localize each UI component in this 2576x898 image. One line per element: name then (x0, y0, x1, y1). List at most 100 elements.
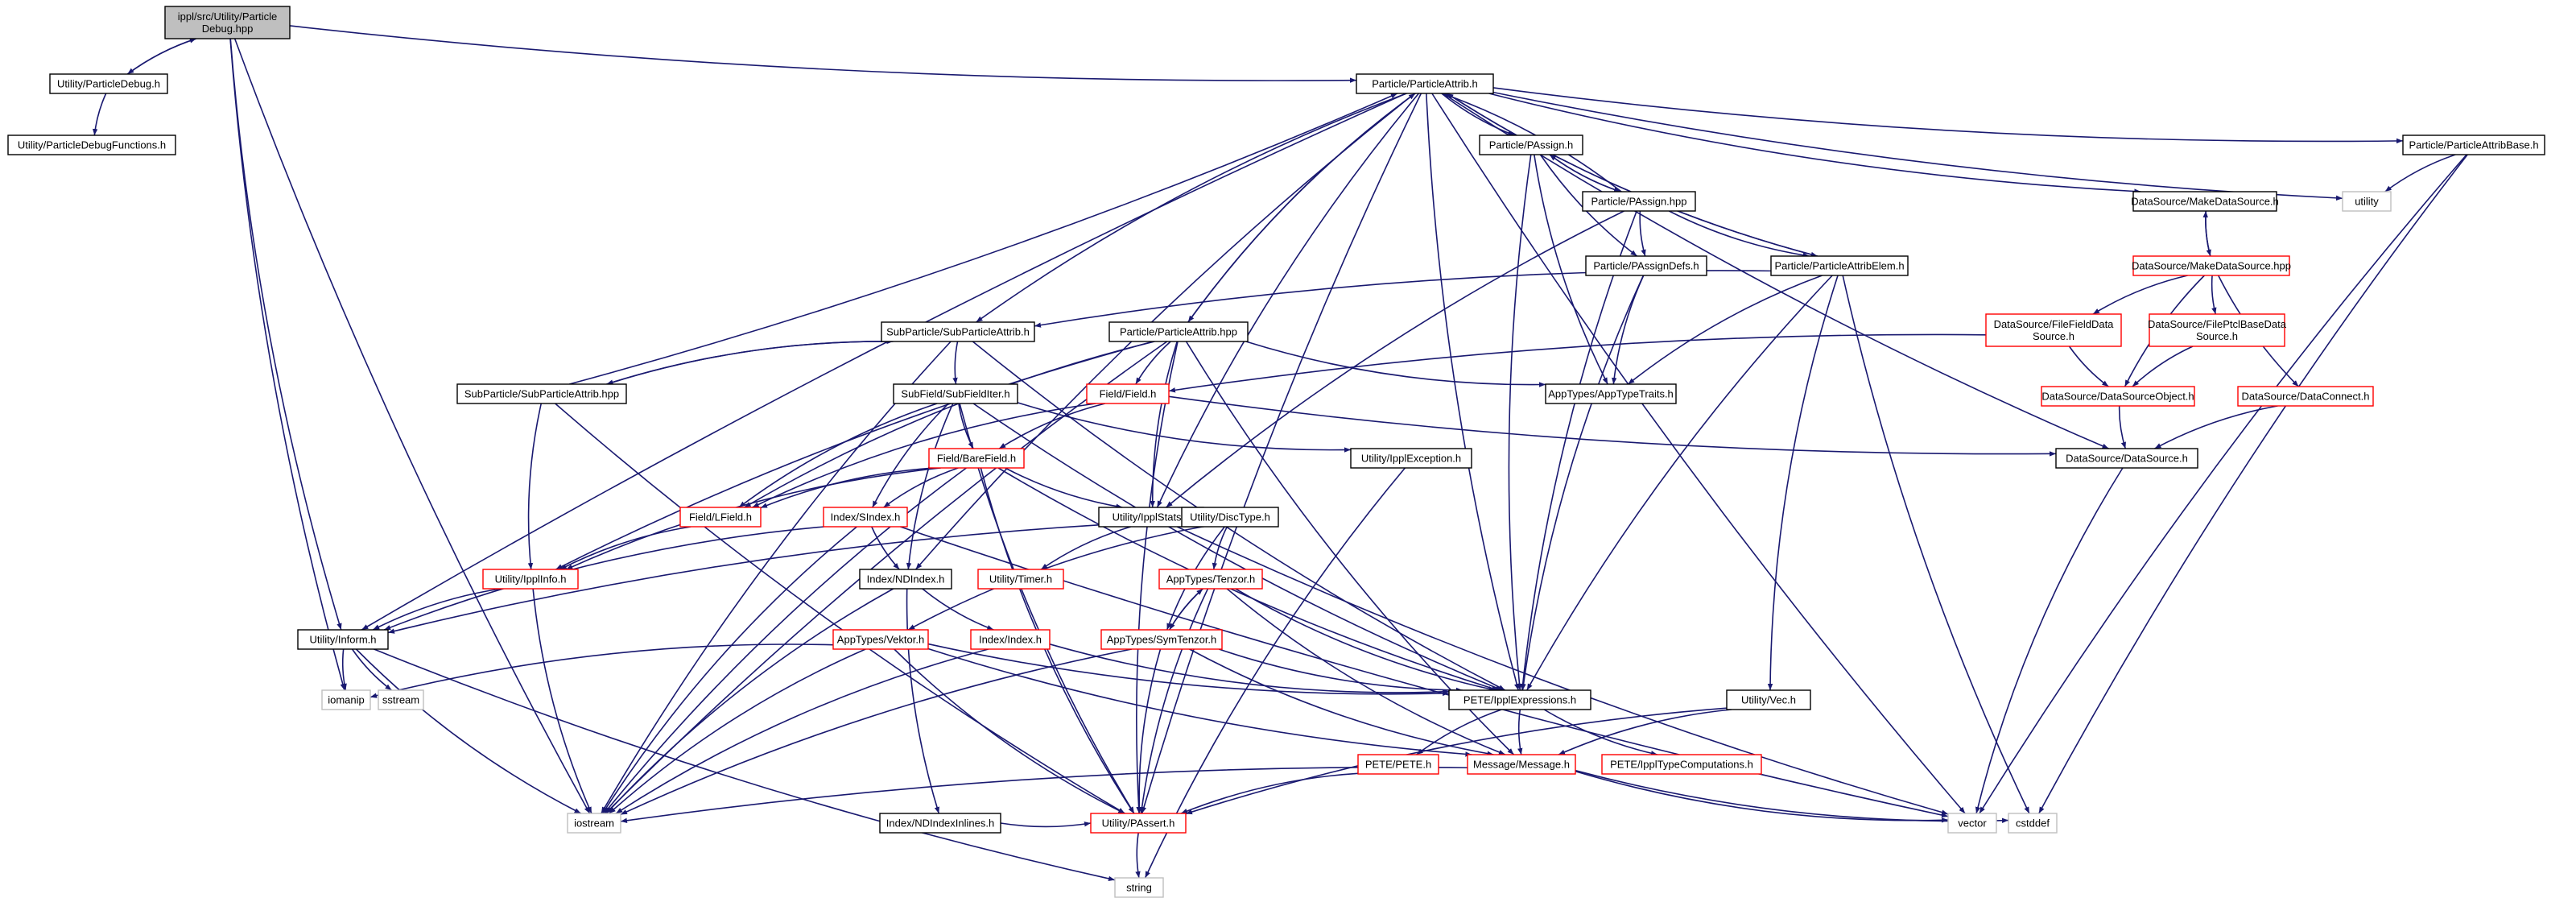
node-ndindexinl[interactable]: Index/NDIndexInlines.h (879, 813, 1001, 834)
node-vec_h[interactable]: Utility/Vec.h (1726, 689, 1811, 710)
edge-root-to-iomanip (229, 38, 345, 691)
node-label: SubParticle/SubParticleAttrib.h (886, 326, 1030, 338)
node-box (321, 689, 371, 710)
edge-pattrib_h-to-subpattrib_h (976, 93, 1407, 323)
edge-subpattrib_h-to-subfielditer (952, 341, 959, 385)
edge-disctype-to-vektor (907, 526, 1203, 631)
edge-subpattrib_h-to-iostream (601, 341, 952, 814)
node-label: iostream (574, 817, 614, 830)
node-sindex[interactable]: Index/SIndex.h (823, 507, 908, 528)
node-pattribelem[interactable]: Particle/ParticleAttribElem.h (1770, 255, 1909, 276)
node-passigndefs[interactable]: Particle/PAssignDefs.h (1585, 255, 1707, 276)
node-box (893, 383, 1018, 404)
edge-passign_h-to-passign_hpp (1549, 154, 1621, 192)
node-dsconnect[interactable]: DataSource/DataConnect.h (2237, 386, 2374, 407)
node-box (1086, 383, 1170, 404)
node-lfield[interactable]: Field/LField.h (679, 507, 762, 528)
node-ds_h[interactable]: DataSource/DataSource.h (2055, 448, 2198, 469)
node-iptypecomp[interactable]: PETE/IpplTypeComputations.h (1601, 754, 1762, 775)
edge-pattrib_hpp-to-passert (1136, 341, 1179, 814)
node-subfielditer[interactable]: SubField/SubFieldIter.h (893, 383, 1018, 404)
edge-passigndefs-to-apptypetraits (1612, 275, 1645, 385)
node-sstream[interactable]: sstream (378, 689, 424, 710)
edge-vektor-to-ipplexpr (927, 643, 1450, 697)
node-passign_h[interactable]: Particle/PAssign.h (1479, 134, 1583, 155)
edge-bareField-to-ipplexpr (997, 467, 1499, 691)
node-makeds_hpp[interactable]: DataSource/MakeDataSource.hpp (2132, 255, 2291, 276)
node-dsobject[interactable]: DataSource/DataSourceObject.h (2041, 386, 2195, 407)
node-cstddef[interactable]: cstddef (2008, 813, 2058, 834)
edge-passign_hpp-to-ipplexpr (1520, 210, 1637, 691)
edge-passign_h-to-ipplexpr (1508, 154, 1532, 691)
edge-inform-to-string (374, 648, 1116, 882)
edge-dsobject-to-ds_h (2118, 405, 2127, 449)
node-vektor[interactable]: AppTypes/Vektor.h (832, 629, 929, 650)
node-pattrib_h[interactable]: Particle/ParticleAttrib.h (1356, 73, 1494, 94)
edge-pattribbase-to-cstddef (2038, 154, 2468, 814)
node-box (1545, 383, 1677, 404)
node-box (2041, 386, 2195, 407)
node-pattrib_hpp[interactable]: Particle/ParticleAttrib.hpp (1108, 321, 1249, 342)
edge-index_h-to-ipplexpr (1049, 643, 1450, 695)
node-message[interactable]: Message/Message.h (1467, 754, 1576, 775)
edge-pattribelem-to-apptypetraits (1627, 275, 1823, 385)
node-label: SubParticle/SubParticleAttrib.hpp (464, 388, 619, 400)
node-box (881, 321, 1035, 342)
node-ipplexception[interactable]: Utility/IpplException.h (1350, 448, 1472, 469)
node-label: Particle/ParticleAttribElem.h (1774, 260, 1904, 272)
node-pdebug_h[interactable]: Utility/ParticleDebug.h (49, 73, 168, 94)
node-passign_hpp[interactable]: Particle/PAssign.hpp (1582, 191, 1696, 212)
node-field_h[interactable]: Field/Field.h (1086, 383, 1170, 404)
edge-subpattrib_hpp-to-pattrib_h (568, 93, 1398, 385)
edge-symtenzor-to-ipplexpr (1218, 648, 1463, 693)
node-pete_h[interactable]: PETE/PETE.h (1357, 754, 1439, 775)
node-string[interactable]: string (1114, 877, 1164, 898)
edge-ndindexinl-to-passert (1000, 821, 1092, 828)
node-iomanip[interactable]: iomanip (321, 689, 371, 710)
node-vector[interactable]: vector (1947, 813, 1997, 834)
node-passert[interactable]: Utility/PAssert.h (1090, 813, 1187, 834)
node-inform[interactable]: Utility/Inform.h (297, 629, 389, 650)
node-ipplinfo[interactable]: Utility/IpplInfo.h (482, 569, 579, 590)
node-utility[interactable]: utility (2342, 191, 2392, 212)
node-symtenzor[interactable]: AppTypes/SymTenzor.h (1100, 629, 1223, 650)
node-index_h[interactable]: Index/Index.h (970, 629, 1051, 650)
node-makeds_h[interactable]: DataSource/MakeDataSource.h (2131, 191, 2279, 212)
node-subpattrib_hpp[interactable]: SubParticle/SubParticleAttrib.hpp (456, 383, 627, 404)
node-apptypetraits[interactable]: AppTypes/AppTypeTraits.h (1545, 383, 1677, 404)
edge-pattrib_h-to-pattrib_hpp (1187, 93, 1416, 323)
edge-ipplstats-to-timer (1040, 526, 1131, 570)
node-box (2132, 255, 2290, 276)
node-label: Utility/IpplInfo.h (495, 573, 567, 586)
node-box (859, 569, 952, 590)
edge-ipplinfo-to-iostream (532, 588, 592, 814)
node-box (567, 813, 621, 834)
node-subpattrib_h[interactable]: SubParticle/SubParticleAttrib.h (881, 321, 1035, 342)
node-label: Index/Index.h (979, 634, 1042, 646)
node-ipplexpr[interactable]: PETE/IpplExpressions.h (1448, 689, 1591, 710)
node-box (1114, 877, 1164, 898)
node-pdebugfn[interactable]: Utility/ParticleDebugFunctions.h (7, 134, 176, 155)
node-label: Index/SIndex.h (831, 511, 901, 523)
edge-sindex-to-ndindex (871, 526, 900, 570)
edge-bareField-to-sindex (883, 467, 959, 508)
edge-ipplexpr-to-pete_h (1416, 709, 1502, 755)
node-root[interactable]: ippl/src/Utility/ParticleDebug.hpp (164, 6, 291, 39)
node-label: Source.h (2196, 330, 2238, 342)
node-disctype[interactable]: Utility/DiscType.h (1181, 507, 1279, 528)
edge-inform-to-iostream (355, 648, 581, 814)
edge-lfield-to-ipplinfo (559, 526, 691, 570)
node-timer[interactable]: Utility/Timer.h (977, 569, 1064, 590)
node-tenzor[interactable]: AppTypes/Tenzor.h (1158, 569, 1263, 590)
node-iostream[interactable]: iostream (567, 813, 621, 834)
node-bareField[interactable]: Field/BareField.h (928, 448, 1025, 469)
edge-pattribelem-to-subpattrib_h (1034, 270, 1772, 328)
edge-filefield-to-dsobject (2068, 346, 2109, 387)
edge-sindex-to-inform (383, 526, 824, 631)
edge-makeds_hpp-to-makeds_h (2202, 210, 2211, 257)
edge-pattrib_h-to-inform (361, 93, 1406, 631)
node-pattribbase[interactable]: Particle/ParticleAttribBase.h (2402, 134, 2545, 155)
node-ndindex[interactable]: Index/NDIndex.h (859, 569, 952, 590)
